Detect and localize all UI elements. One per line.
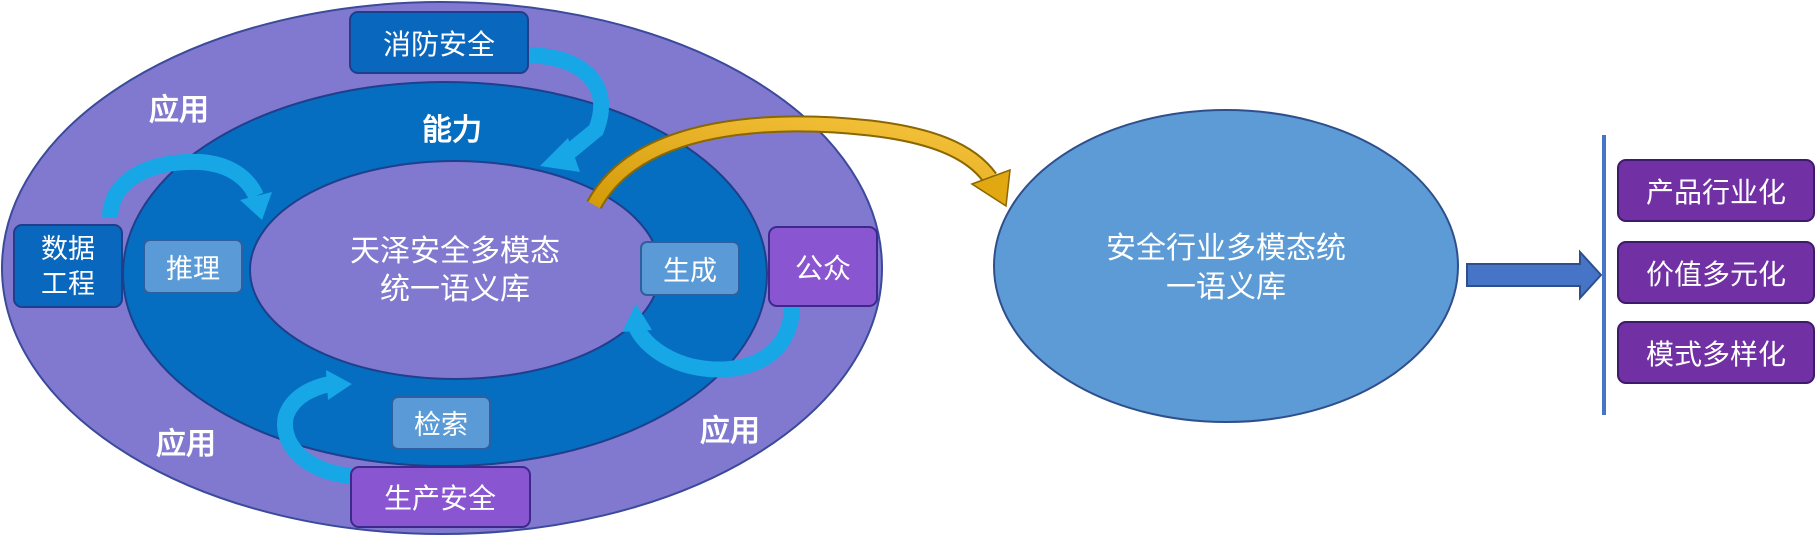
app-fire-safety-box: 消防安全 — [349, 11, 529, 74]
app-public-label: 公众 — [795, 252, 851, 285]
app-production-safety-label: 生产安全 — [384, 482, 496, 515]
industry-library-line1: 安全行业多模态统 — [1106, 231, 1346, 266]
core-title-line2: 统一语义库 — [380, 272, 530, 307]
arrow-fire-to-capability — [529, 47, 609, 172]
app-public-box: 公众 — [768, 226, 878, 307]
app-data-engineering-box: 数据 工程 — [13, 224, 123, 308]
app-production-safety-box: 生产安全 — [350, 466, 531, 528]
industry-library-line2: 一语义库 — [1166, 270, 1286, 305]
outcome-product-industrialization-box: 产品行业化 — [1617, 159, 1815, 222]
arrow-public-to-generation — [622, 299, 801, 378]
outcome-model-variety-box: 模式多样化 — [1617, 321, 1815, 384]
application-label-bottom-left: 应用 — [156, 427, 216, 462]
outcome-label-1: 产品行业化 — [1646, 176, 1786, 209]
capability-retrieval-box: 检索 — [391, 396, 491, 450]
arrow-data-to-reasoning — [102, 153, 272, 220]
capability-retrieval-label: 检索 — [414, 410, 468, 441]
outcome-label-2: 价值多元化 — [1646, 258, 1786, 291]
outcome-value-diversification-box: 价值多元化 — [1617, 241, 1815, 304]
application-label-bottom-right: 应用 — [700, 414, 760, 449]
arrow-core-to-industry — [586, 115, 1011, 210]
capability-reasoning-box: 推理 — [143, 239, 243, 294]
arrow-industry-to-outcomes — [1466, 249, 1603, 301]
arrow-production-to-retrieval — [277, 370, 352, 484]
capability-generation-label: 生成 — [663, 256, 717, 287]
app-data-engineering-line1: 数据 — [41, 234, 95, 265]
industry-library-ellipse — [993, 109, 1459, 423]
application-label-top: 应用 — [149, 93, 209, 128]
capability-label: 能力 — [422, 113, 482, 148]
core-title-line1: 天泽安全多模态 — [350, 234, 560, 269]
app-data-engineering-line2: 工程 — [41, 269, 95, 300]
capability-generation-box: 生成 — [640, 241, 740, 296]
capability-reasoning-label: 推理 — [166, 254, 220, 285]
app-fire-safety-label: 消防安全 — [383, 28, 495, 61]
outcome-label-3: 模式多样化 — [1646, 338, 1786, 371]
